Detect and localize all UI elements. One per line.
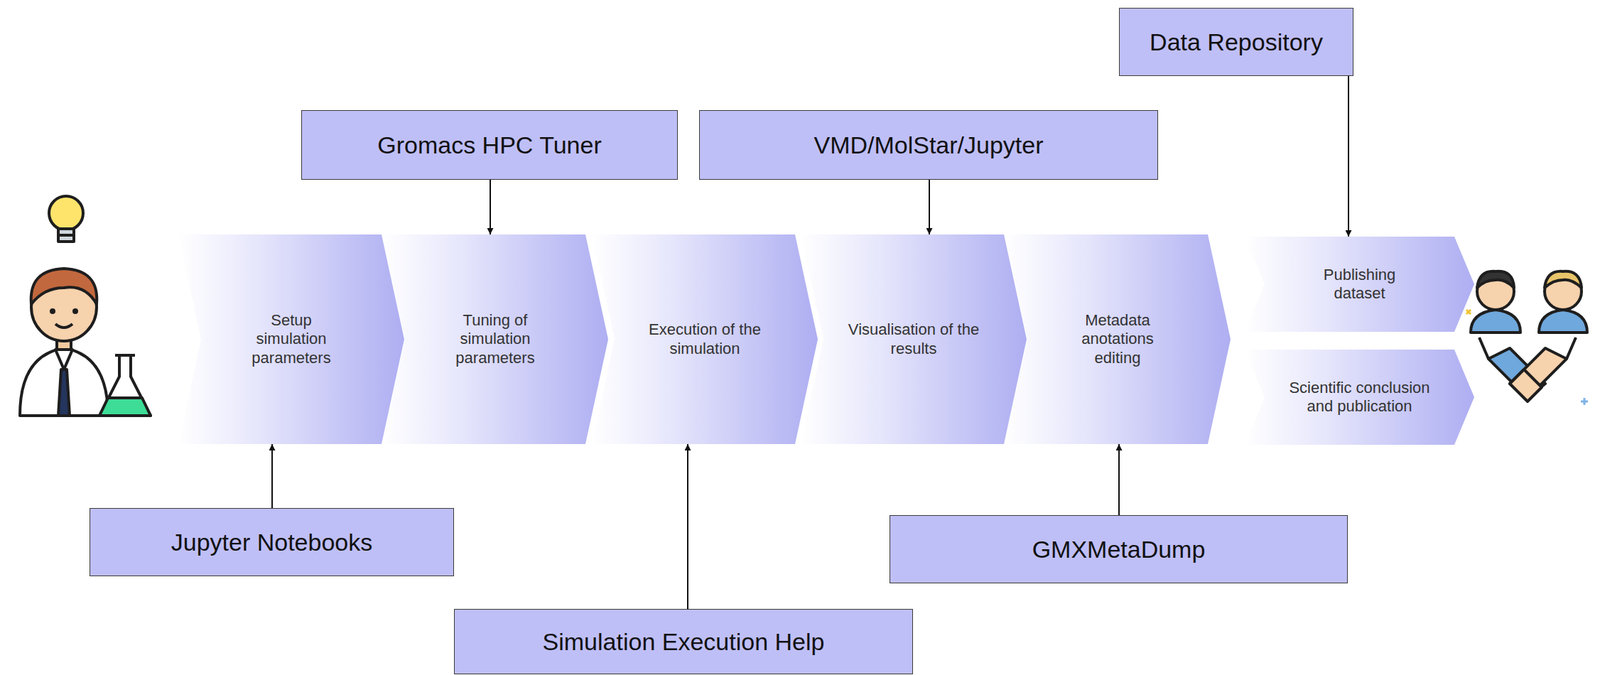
step-label: Tuning of simulation parameters: [434, 311, 556, 368]
tool-box: Jupyter Notebooks: [89, 507, 454, 577]
arrow-connector: [271, 444, 273, 508]
arrow-connector: [489, 179, 491, 235]
tool-label: VMD/MolStar/Jupyter: [813, 130, 1043, 160]
scientist-icon: [19, 196, 151, 416]
tool-box: GMXMetaDump: [889, 515, 1348, 584]
tool-box: Gromacs HPC Tuner: [301, 110, 678, 180]
arrow-connector: [1347, 76, 1350, 237]
tool-label: Gromacs HPC Tuner: [377, 130, 602, 160]
arrow-connector: [928, 179, 931, 235]
arrow-connector: [687, 444, 689, 609]
tool-label: Data Repository: [1149, 27, 1323, 57]
tool-box: Simulation Execution Help: [453, 608, 913, 675]
step-label: Setup simulation parameters: [241, 311, 342, 368]
step-label: Execution of the simulation: [633, 320, 776, 359]
tool-label: GMXMetaDump: [1032, 534, 1206, 565]
process-chevron: Setup simulation parameters: [178, 234, 405, 445]
arrow-connector: [1118, 444, 1120, 516]
tool-box: VMD/MolStar/Jupyter: [699, 110, 1159, 180]
process-chevron: Execution of the simulation: [591, 234, 818, 445]
process-chevron: Visualisation of the results: [800, 234, 1027, 445]
step-label: Publishing dataset: [1306, 265, 1414, 304]
tool-box: Data Repository: [1119, 7, 1354, 77]
process-chevron: Publishing dataset: [1244, 236, 1475, 332]
collaborators-icon: [1466, 271, 1588, 405]
process-chevron: Tuning of simulation parameters: [382, 234, 609, 445]
step-label: Metadata anotations editing: [1071, 311, 1164, 368]
step-label: Scientific conclusion and publication: [1274, 378, 1446, 417]
process-chevron: Metadata anotations editing: [1004, 234, 1231, 445]
tool-label: Simulation Execution Help: [542, 627, 825, 657]
process-chevron: Scientific conclusion and publication: [1244, 349, 1475, 445]
step-label: Visualisation of the results: [842, 320, 985, 359]
tool-label: Jupyter Notebooks: [171, 527, 374, 558]
